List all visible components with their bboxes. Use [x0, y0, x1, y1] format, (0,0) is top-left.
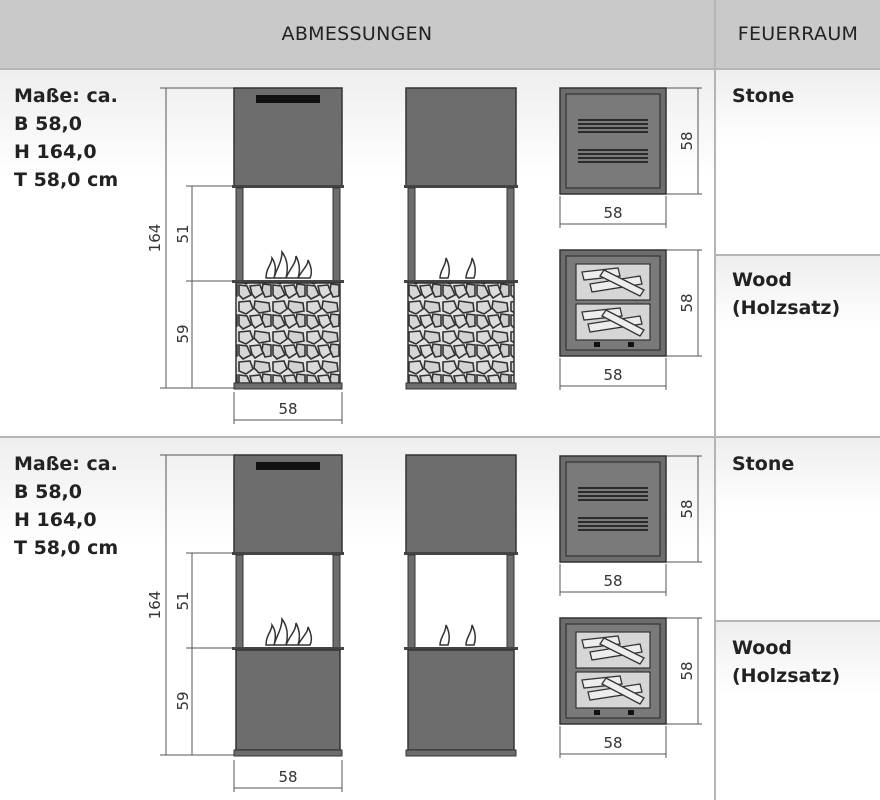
dim-top-depth-label: 58: [678, 131, 696, 150]
header-firebox: FEUERRAUM: [716, 0, 880, 68]
flame-icon: [439, 257, 451, 279]
flame-icon: [465, 257, 477, 279]
variant-stone-label: Stone: [732, 453, 795, 475]
dim-top-depth-label: 58: [678, 499, 696, 518]
variant-wood-sub: (Holzsatz): [732, 665, 841, 687]
fireplace-front-view-2: [232, 454, 344, 757]
flame-icon: [465, 624, 477, 646]
top-view-wood-1: [559, 249, 667, 357]
variant-wood-label: Wood: [732, 269, 792, 291]
row-2-drawings: 164 51 59 58 58 58 58 58: [146, 454, 702, 792]
dim-wood-width-label: 58: [603, 366, 622, 384]
dim-wood-depth-label: 58: [678, 661, 696, 680]
dim-height-label: 164: [146, 591, 164, 620]
cell-stone-1-bg: [716, 70, 880, 254]
dim-upper-label: 51: [174, 591, 192, 610]
variant-stone-label: Stone: [732, 85, 795, 107]
dim-wood-width-label: 58: [603, 734, 622, 752]
dimension-lines-1: [160, 87, 702, 424]
flame-icon: [265, 249, 313, 279]
cell-wood-1-bg: [716, 256, 880, 436]
dim-depth: T 58,0 cm: [14, 169, 119, 191]
dim-width: B 58,0: [14, 113, 82, 135]
variant-wood-sub: (Holzsatz): [732, 297, 841, 319]
dim-height-label: 164: [146, 224, 164, 253]
wood-logs-icon: [581, 635, 645, 705]
variant-stone-1: Stone: [732, 82, 794, 110]
dim-wood-depth-label: 58: [678, 293, 696, 312]
dimensions-text-2: Maße: ca. B 58,0 H 164,0 T 58,0 cm: [14, 450, 118, 562]
dim-lower-label: 59: [174, 691, 192, 710]
header-divider: [0, 68, 880, 70]
dim-width: B 58,0: [14, 481, 82, 503]
row-1-drawings: 164 51 59 58 58 58 58 58: [146, 87, 702, 424]
dim-upper-label: 51: [174, 224, 192, 243]
top-view-wood-2: [559, 617, 667, 725]
dim-height: H 164,0: [14, 141, 97, 163]
top-view-stone-2: [559, 455, 667, 563]
dim-top-width-label: 58: [603, 572, 622, 590]
cell-wood-2-bg: [716, 622, 880, 800]
dimensions-text-1: Maße: ca. B 58,0 H 164,0 T 58,0 cm: [14, 82, 118, 194]
dim-top-width-label: 58: [603, 204, 622, 222]
dim-width-label: 58: [278, 768, 297, 786]
flame-icon: [265, 616, 313, 646]
dim-label: Maße: ca.: [14, 85, 118, 107]
variant-wood-1: Wood (Holzsatz): [732, 266, 840, 322]
flame-icon: [439, 624, 451, 646]
header-dimensions: ABMESSUNGEN: [0, 0, 714, 68]
dim-depth: T 58,0 cm: [14, 537, 119, 559]
cell-divider-1: [716, 254, 880, 256]
row-divider: [0, 436, 880, 438]
dim-width-label: 58: [278, 400, 297, 418]
cell-divider-2: [716, 620, 880, 622]
fireplace-side-view-1: [404, 87, 518, 390]
fireplace-front-view-1: [232, 87, 344, 390]
variant-stone-2: Stone: [732, 450, 794, 478]
dim-label: Maße: ca.: [14, 453, 118, 475]
dim-lower-label: 59: [174, 324, 192, 343]
variant-wood-label: Wood: [732, 637, 792, 659]
fireplace-side-view-2: [404, 454, 518, 757]
cell-stone-2-bg: [716, 438, 880, 620]
top-view-stone-1: [559, 87, 667, 195]
dim-height: H 164,0: [14, 509, 97, 531]
dimension-lines-2: [160, 454, 702, 792]
variant-wood-2: Wood (Holzsatz): [732, 634, 840, 690]
column-divider: [714, 0, 716, 800]
wood-logs-icon: [581, 267, 645, 337]
